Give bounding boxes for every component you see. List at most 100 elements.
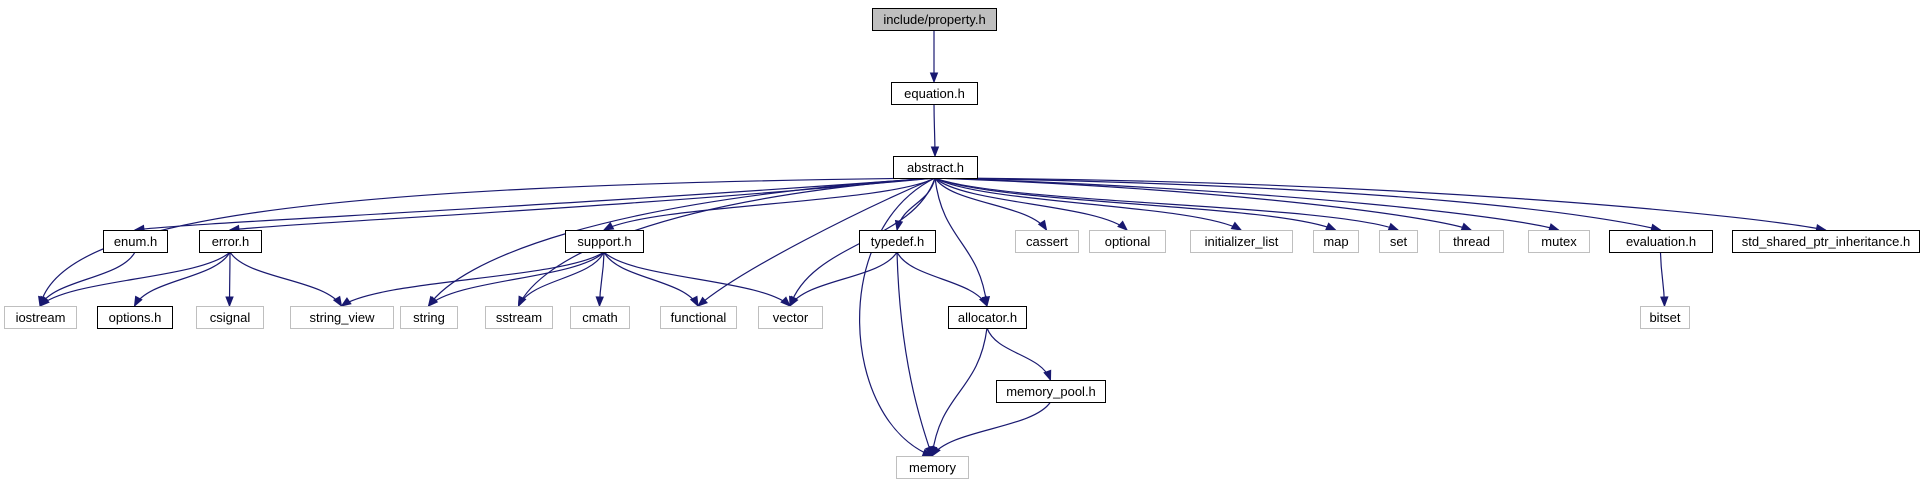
node-box [1528,230,1590,253]
node-label: abstract.h [907,160,964,175]
arrow-head [1387,222,1400,231]
node-box [1313,230,1359,253]
node-box [1609,230,1713,253]
edge-error-to-iostream [38,251,231,307]
node-string_view: string_view [290,306,394,329]
node-label: string [413,310,445,325]
node-support[interactable]: support.h [565,230,644,253]
node-functional: functional [660,306,737,329]
arrow-head [340,297,352,307]
node-box [400,306,458,329]
arrow-head [1117,220,1129,231]
edge-line [603,251,699,307]
arrow-head [929,72,939,84]
edge-line [896,251,933,457]
node-label: evaluation.h [1626,234,1696,249]
node-allocator[interactable]: allocator.h [948,306,1027,329]
arrow-head [1043,369,1052,382]
node-property[interactable]: include/property.h [872,8,997,31]
node-vector: vector [758,306,823,329]
edge-typedef-to-allocator [896,251,988,308]
edge-abstract-to-functional [696,177,936,307]
arrow-head [133,295,143,308]
node-memory: memory [896,456,969,479]
node-box [891,82,978,105]
node-evaluation[interactable]: evaluation.h [1609,230,1713,253]
node-ssp[interactable]: std_shared_ptr_inheritance.h [1732,230,1920,253]
edge-error-to-csignal [225,251,234,308]
edge-typedef-to-vector [789,251,898,308]
edge-line [603,177,936,231]
node-label: cmath [582,310,617,325]
edge-line [428,251,605,307]
arrow-head [894,219,904,232]
edge-abstract-to-initializer_list [934,177,1243,231]
arrow-head [1037,219,1048,232]
node-box [1190,230,1293,253]
edge-property-to-equation [929,29,939,84]
edge-abstract-to-cassert [934,177,1048,232]
node-box [290,306,394,329]
node-mutex: mutex [1528,230,1590,253]
arrow-head [38,296,50,307]
edge-line [931,327,988,457]
node-label: options.h [109,310,162,325]
node-label: typedef.h [871,234,925,249]
arrow-head [595,296,604,308]
node-label: thread [1453,234,1490,249]
node-box [1732,230,1920,253]
arrow-head [225,296,234,308]
arrow-head [1660,296,1669,308]
arrow-head [789,295,799,308]
arrow-head [921,448,934,457]
edge-line [134,177,936,231]
edge-abstract-to-thread [934,177,1473,231]
node-memory_pool[interactable]: memory_pool.h [996,380,1106,403]
edge-abstract-to-memory [859,177,936,457]
arrow-head [696,296,708,307]
arrow-head [689,295,699,308]
node-label: optional [1105,234,1151,249]
node-label: error.h [212,234,250,249]
node-typedef[interactable]: typedef.h [859,230,936,253]
node-box [1379,230,1418,253]
node-box [758,306,823,329]
node-box [896,456,969,479]
node-box [996,380,1106,403]
edge-line [789,251,898,307]
node-initializer_list: initializer_list [1190,230,1293,253]
edge-support-to-string [427,251,605,307]
edge-error-to-string_view [229,251,343,308]
edge-line [934,177,1048,231]
node-label: csignal [210,310,251,325]
edge-line [39,177,936,307]
arrow-head [978,295,988,308]
edge-line [934,177,1242,231]
edge-line [934,177,988,307]
edge-allocator-to-memory [929,327,988,458]
node-set: set [1379,230,1418,253]
arrow-head [602,221,615,231]
node-label: set [1390,234,1408,249]
node-bitset: bitset [1640,306,1690,329]
node-box [1439,230,1504,253]
node-enum[interactable]: enum.h [103,230,168,253]
node-options[interactable]: options.h [97,306,173,329]
node-box [570,306,630,329]
node-box [948,306,1027,329]
edge-line [341,251,605,307]
arrow-head [1230,221,1243,231]
node-error[interactable]: error.h [199,230,262,253]
node-equation[interactable]: equation.h [891,82,978,105]
node-label: initializer_list [1205,234,1279,249]
edge-line [934,177,1826,231]
node-thread: thread [1439,230,1504,253]
node-box [660,306,737,329]
edge-line [39,251,231,307]
node-box [565,230,644,253]
edge-line [859,177,936,457]
node-box [485,306,553,329]
node-abstract[interactable]: abstract.h [893,156,978,179]
node-box [199,230,262,253]
edge-support-to-functional [603,251,699,308]
